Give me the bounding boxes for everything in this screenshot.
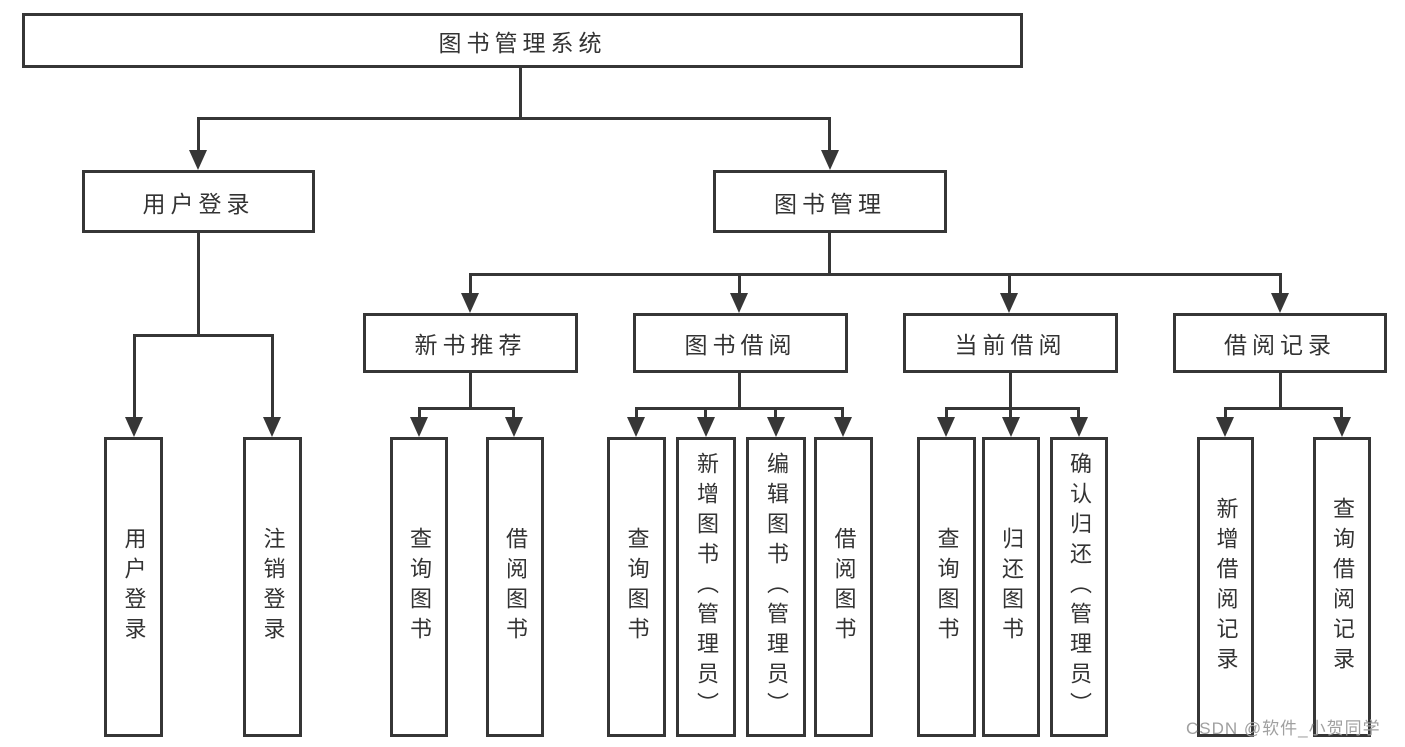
leaf-return-books: 归还图书 — [982, 437, 1040, 737]
arrow-down-icon — [821, 150, 839, 170]
connector-new-book-bar — [418, 407, 515, 410]
connector-root-bar — [197, 117, 831, 120]
node-new-book-recommend: 新书推荐 — [363, 313, 578, 373]
node-current-borrowing: 当前借阅 — [903, 313, 1118, 373]
arrow-down-icon — [767, 417, 785, 437]
connector-leaf-stub — [1077, 407, 1080, 418]
connector-to-new-book-recommend — [469, 273, 472, 295]
arrow-down-icon — [937, 417, 955, 437]
connector-to-current-borrowing — [1008, 273, 1011, 295]
leaf-logout: 注销登录 — [243, 437, 302, 737]
node-user-login: 用户登录 — [82, 170, 315, 233]
connector-book-mgmt-bar — [469, 273, 1281, 276]
arrow-down-icon — [1333, 417, 1351, 437]
node-book-borrowing: 图书借阅 — [633, 313, 848, 373]
connector-leaf-stub — [1224, 407, 1227, 418]
connector-to-leaf-logout — [271, 334, 274, 418]
connector-leaf-stub — [418, 407, 421, 418]
leaf-query-books-recommend: 查询图书 — [390, 437, 448, 737]
connector-to-user-login — [197, 117, 200, 155]
node-borrowing-records: 借阅记录 — [1173, 313, 1387, 373]
connector-leaf-stub — [1009, 407, 1012, 418]
connector-borrow-record-stem — [1279, 373, 1282, 407]
connector-current-borrow-bar — [945, 407, 1080, 410]
leaf-borrow-books-borrowing: 借阅图书 — [814, 437, 873, 737]
node-book-management: 图书管理 — [713, 170, 947, 233]
leaf-add-borrow-record: 新增借阅记录 — [1197, 437, 1254, 737]
csdn-watermark: CSDN @软件_小贺同学 — [1186, 719, 1381, 738]
leaf-user-login: 用户登录 — [104, 437, 163, 737]
connector-to-borrowing-records — [1279, 273, 1282, 295]
arrow-down-icon — [627, 417, 645, 437]
arrow-down-icon — [125, 417, 143, 437]
connector-book-mgmt-stem — [828, 233, 831, 273]
arrow-down-icon — [1070, 417, 1088, 437]
connector-user-login-bar — [133, 334, 274, 337]
leaf-query-books-borrowing: 查询图书 — [607, 437, 666, 737]
connector-leaf-stub — [635, 407, 638, 418]
connector-new-book-stem — [469, 373, 472, 407]
arrow-down-icon — [1216, 417, 1234, 437]
connector-root-stem — [519, 68, 522, 117]
arrow-down-icon — [505, 417, 523, 437]
connector-book-borrow-stem — [738, 373, 741, 407]
connector-leaf-stub — [704, 407, 707, 418]
connector-leaf-stub — [841, 407, 844, 418]
connector-leaf-stub — [512, 407, 515, 418]
connector-leaf-stub — [1340, 407, 1343, 418]
leaf-confirm-return-admin: 确认归还（管理员） — [1050, 437, 1108, 737]
connector-user-login-stem — [197, 233, 200, 334]
connector-to-book-management — [828, 117, 831, 155]
connector-to-book-borrowing — [738, 273, 741, 295]
arrow-down-icon — [189, 150, 207, 170]
arrow-down-icon — [697, 417, 715, 437]
arrow-down-icon — [263, 417, 281, 437]
arrow-down-icon — [1271, 293, 1289, 313]
arrow-down-icon — [410, 417, 428, 437]
leaf-query-books-current: 查询图书 — [917, 437, 976, 737]
connector-leaf-stub — [774, 407, 777, 418]
connector-leaf-stub — [945, 407, 948, 418]
connector-borrow-record-bar — [1224, 407, 1343, 410]
arrow-down-icon — [1000, 293, 1018, 313]
leaf-edit-book-admin: 编辑图书（管理员） — [746, 437, 806, 737]
leaf-query-borrow-record: 查询借阅记录 — [1313, 437, 1371, 737]
arrow-down-icon — [1002, 417, 1020, 437]
leaf-add-book-admin: 新增图书（管理员） — [676, 437, 736, 737]
leaf-borrow-books-recommend: 借阅图书 — [486, 437, 544, 737]
connector-current-borrow-stem — [1009, 373, 1012, 407]
arrow-down-icon — [834, 417, 852, 437]
arrow-down-icon — [730, 293, 748, 313]
connector-book-borrow-bar — [635, 407, 844, 410]
arrow-down-icon — [461, 293, 479, 313]
connector-to-leaf-user-login — [133, 334, 136, 418]
node-library-management-system: 图书管理系统 — [22, 13, 1023, 68]
